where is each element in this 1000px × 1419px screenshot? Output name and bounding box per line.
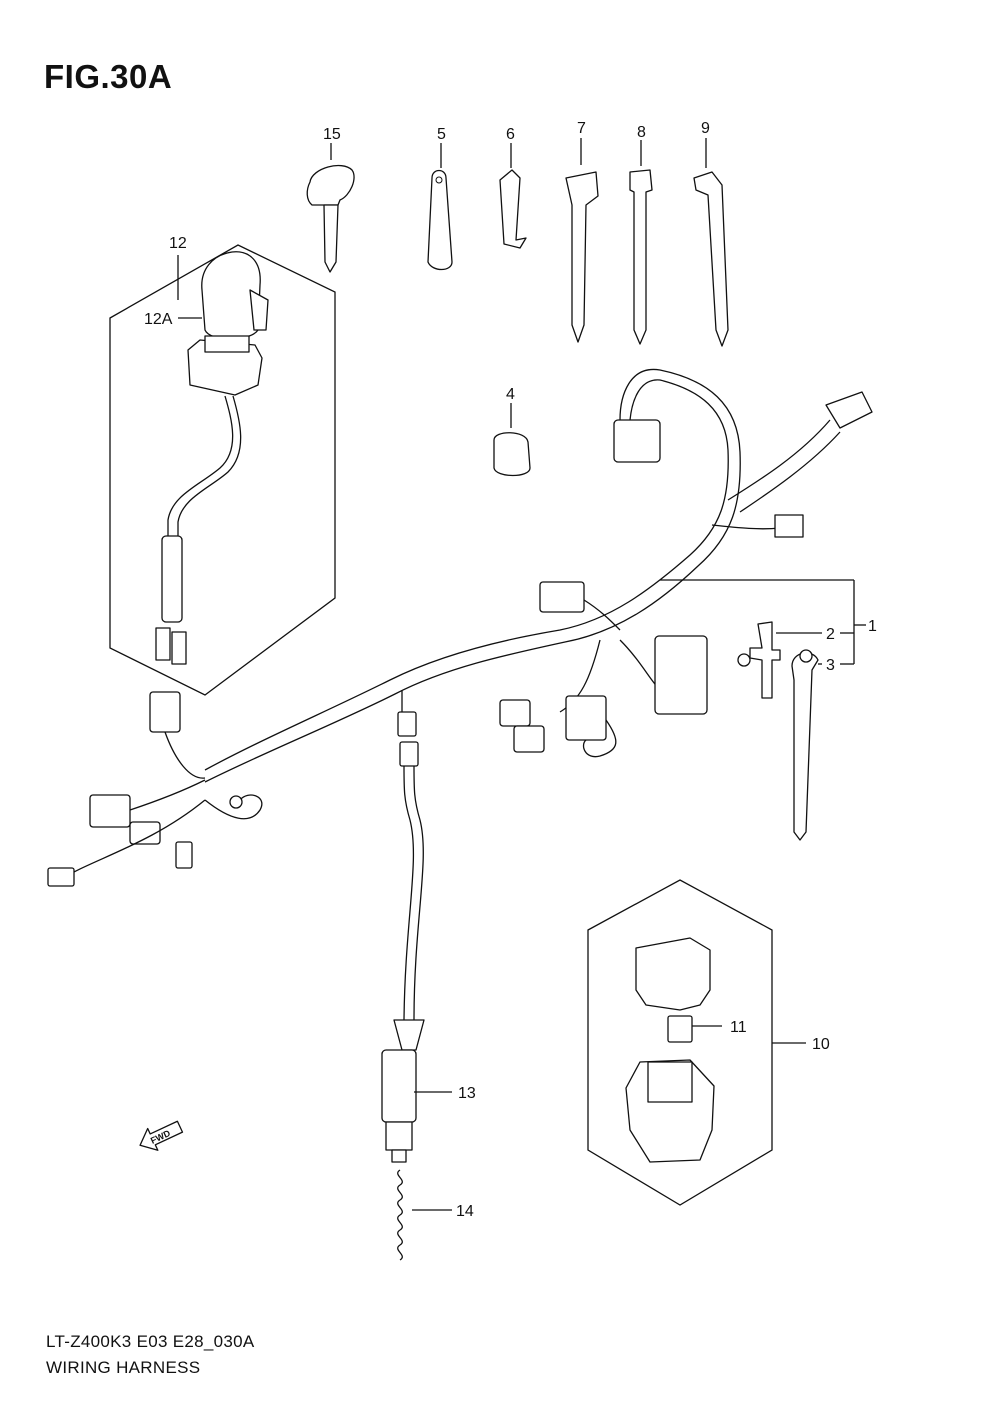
sensor-connector: [399, 741, 419, 767]
harness-branch-relay: [711, 524, 781, 530]
sensor-neck: [393, 1019, 425, 1051]
lower-connector-c: [565, 695, 607, 741]
ignition-cable-sleeve: [161, 535, 183, 623]
ground-wire: [204, 794, 263, 820]
lower-connector-b: [513, 725, 545, 753]
clip-6-group: [499, 143, 527, 249]
callout-3: 3: [826, 657, 835, 674]
tie-7: [565, 171, 599, 343]
callout-4: 4: [506, 386, 515, 403]
left-connector-top-wire: [164, 731, 206, 779]
clip-2-rivet: [737, 653, 751, 667]
left-connector-big-wire: [129, 779, 206, 811]
ignition-switch-group: [109, 244, 336, 696]
fwd-arrow-shape: [139, 1120, 184, 1151]
tie-9: [693, 171, 729, 347]
figure-title: FIG.30A: [44, 58, 173, 95]
lower-loop: [582, 719, 617, 758]
callout-5: 5: [437, 126, 446, 143]
fwd-arrow: FWD: [139, 1120, 184, 1151]
left-connector-top: [149, 691, 181, 733]
harness-upper-connector: [613, 419, 661, 463]
sensor-13-group: [381, 741, 452, 1163]
harness-drop-connector: [397, 711, 417, 737]
left-connector-bullet: [175, 841, 193, 869]
figure-code: LT-Z400K3 E03 E28_030A: [46, 1332, 255, 1351]
callout-8: 8: [637, 124, 646, 141]
tie-8-group: [629, 140, 653, 345]
clamp-4-group: [493, 403, 531, 477]
fuse-box-group: [587, 879, 806, 1206]
callout-11: 11: [730, 1019, 747, 1036]
left-connector-big: [89, 794, 131, 828]
harness-right-terminals: [825, 391, 873, 429]
ignition-connector-a: [155, 627, 171, 661]
clamp-5-hole: [435, 176, 443, 184]
ignition-cable: [167, 395, 234, 540]
callout-15: 15: [323, 126, 341, 143]
ignition-switch-tab: [249, 289, 269, 331]
fuse-11: [667, 1015, 693, 1043]
harness-trunk-lower: [204, 368, 741, 783]
clamp-5: [427, 169, 453, 271]
spring-14: [397, 1169, 403, 1261]
harness-branch-regulator: [619, 639, 661, 691]
harness-mid-branch: [583, 599, 621, 631]
harness-trunk-upper: [204, 379, 729, 771]
left-end-terminal: [47, 867, 75, 887]
key-group: [306, 143, 355, 273]
sensor-body: [381, 1049, 417, 1123]
callout-13: 13: [458, 1085, 476, 1102]
tie-7-group: [565, 138, 599, 343]
callout-2: 2: [826, 626, 835, 643]
callout-1: 1: [868, 618, 877, 635]
ignition-switch-box: [109, 244, 336, 696]
tie-3-bolt: [799, 649, 813, 663]
harness-branch-right-edge: [739, 431, 841, 513]
tie-9-group: [693, 138, 729, 347]
regulator-connector: [654, 635, 708, 715]
harness-mid-connector: [539, 581, 585, 613]
sensor-cable: [403, 765, 415, 1021]
ignition-switch-neck: [204, 335, 250, 353]
tie-3: [791, 652, 819, 841]
fuse-cover: [635, 937, 711, 1011]
callout-12: 12: [169, 235, 187, 252]
sensor-cable-edge: [413, 765, 424, 1021]
left-connector-small: [129, 821, 161, 845]
ignition-cable-edge: [177, 395, 242, 540]
fuse-holder-top: [647, 1061, 693, 1103]
harness-relay-connector: [774, 514, 804, 538]
harness-branch-right: [727, 419, 831, 501]
key-blade: [323, 204, 339, 273]
callout-9: 9: [701, 120, 710, 137]
clamp-5-group: [427, 143, 453, 271]
fuse-box-outline: [587, 879, 773, 1206]
clip-2: [749, 621, 781, 699]
clip-6: [499, 169, 527, 249]
lower-connector-a: [499, 699, 531, 727]
ground-ring: [229, 795, 243, 809]
clamp-4: [493, 432, 531, 477]
callout-1-group: [660, 579, 866, 841]
callout-6: 6: [506, 126, 515, 143]
callout-12a: 12A: [144, 311, 173, 328]
callout-7: 7: [577, 120, 586, 137]
ignition-connector-b: [171, 631, 187, 665]
spring-14-group: [397, 1169, 452, 1261]
sensor-thread: [385, 1121, 413, 1151]
callout-14: 14: [456, 1203, 474, 1220]
sensor-tip: [391, 1149, 407, 1163]
tie-8: [629, 169, 653, 345]
figure-name: WIRING HARNESS: [46, 1358, 201, 1377]
main-harness: [47, 368, 873, 887]
callout-10: 10: [812, 1036, 830, 1053]
key-head: [306, 165, 355, 206]
